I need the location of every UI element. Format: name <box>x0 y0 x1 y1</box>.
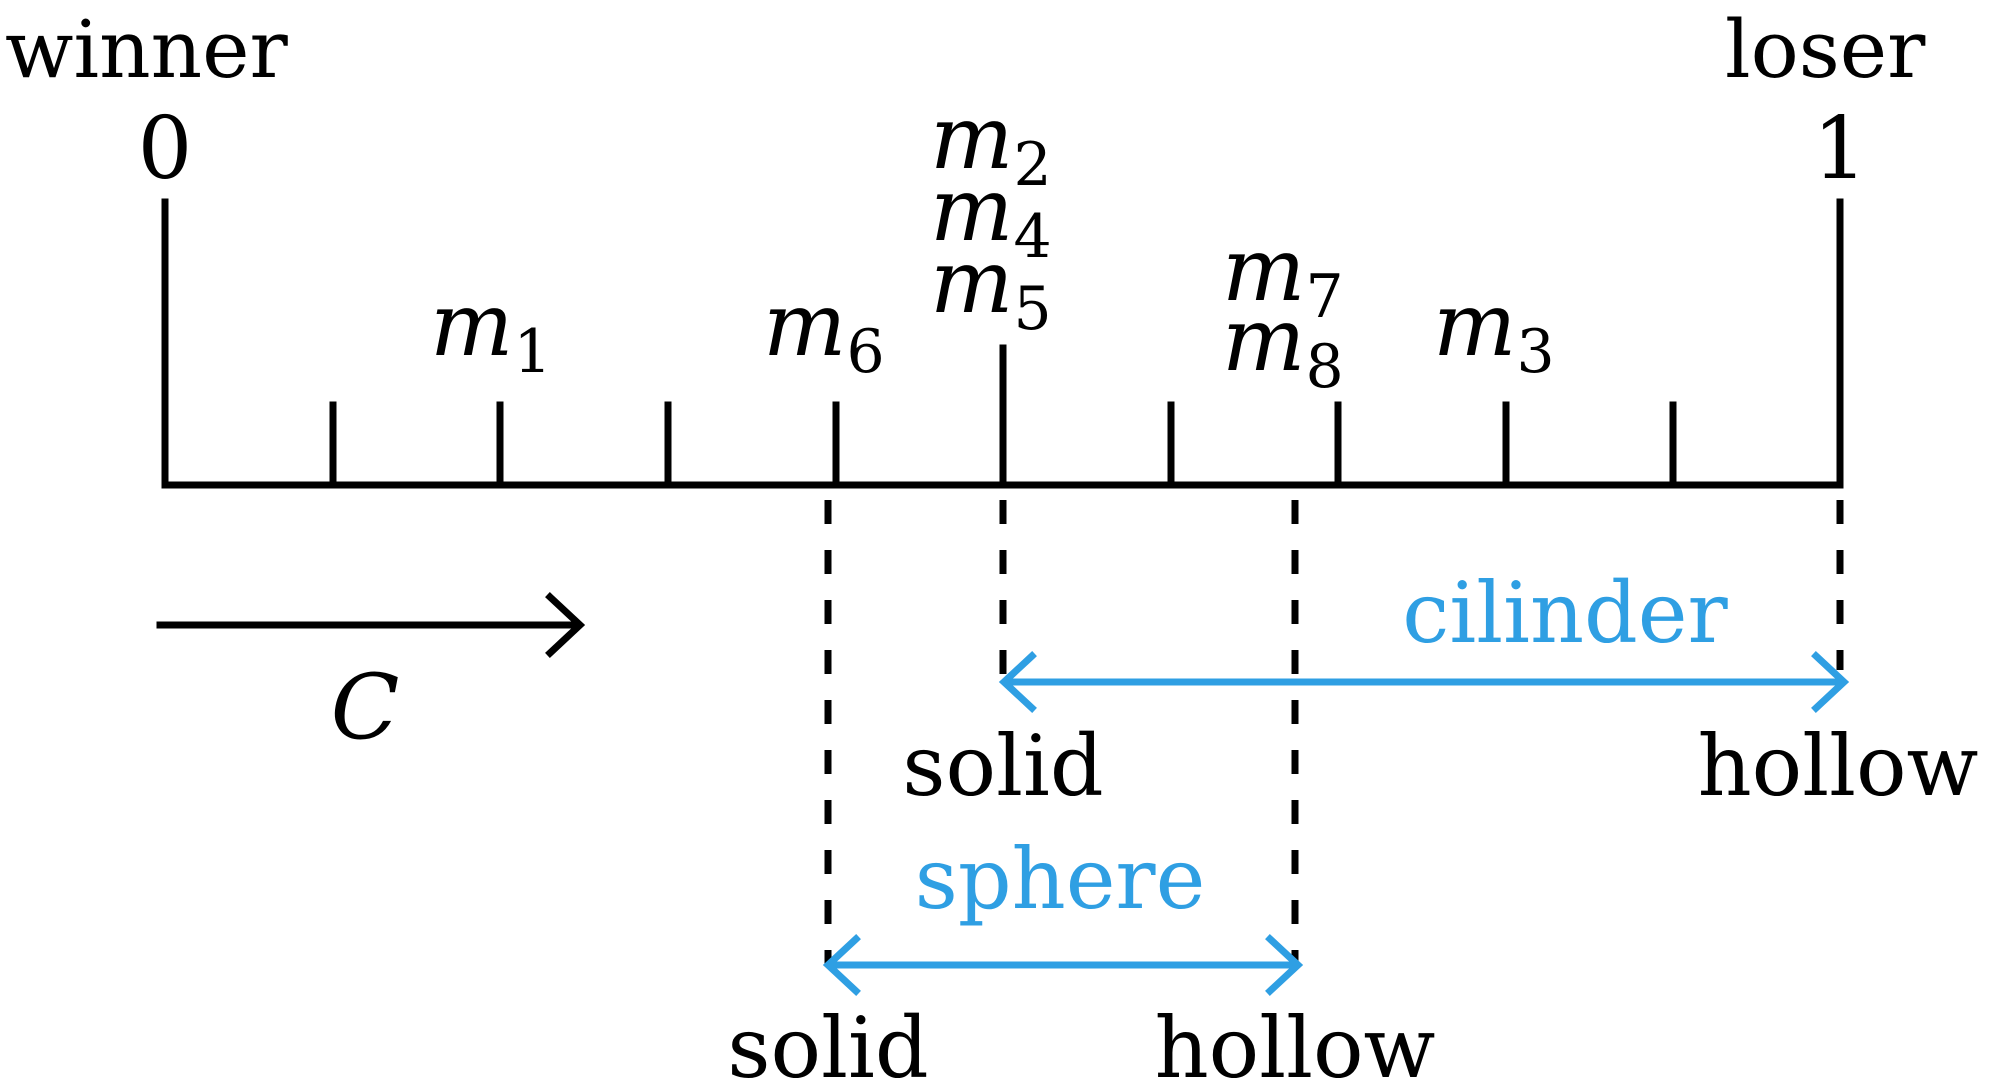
svg-text:m7: m7 <box>1222 218 1344 332</box>
winner-label: winner <box>5 3 288 96</box>
direction-arrow <box>156 592 586 658</box>
mass-label-m1: m1 <box>430 273 552 387</box>
svg-text:m4: m4 <box>930 158 1052 272</box>
cylinder-hollow-label: hollow <box>1698 717 1979 815</box>
sphere-solid-label: solid <box>727 999 928 1082</box>
mass-label-m3: m3 <box>1433 273 1555 387</box>
svg-text:m1: m1 <box>430 273 552 387</box>
svg-text:m5: m5 <box>930 230 1052 344</box>
cylinder-solid-label: solid <box>902 717 1103 815</box>
scale-axis <box>161 198 1844 489</box>
svg-text:m3: m3 <box>1433 273 1555 387</box>
sphere-range-arrow <box>822 934 1304 996</box>
svg-text:m2: m2 <box>930 86 1052 200</box>
dashed-guides <box>824 500 1844 965</box>
loser-label: loser <box>1725 3 1926 96</box>
sphere-label: sphere <box>915 830 1206 928</box>
mass-label-m2: m2 <box>930 86 1052 200</box>
cylinder-range-arrow <box>998 651 1850 713</box>
svg-text:m8: m8 <box>1222 288 1344 402</box>
cylinder-label: cilinder <box>1402 564 1728 662</box>
direction-label: C <box>331 655 400 760</box>
zero-label: 0 <box>138 99 193 199</box>
mass-label-m5: m5 <box>930 230 1052 344</box>
mass-label-m6: m6 <box>763 273 885 387</box>
sphere-hollow-label: hollow <box>1155 999 1436 1082</box>
mass-label-m4: m4 <box>930 158 1052 272</box>
svg-text:m6: m6 <box>763 273 885 387</box>
mass-label-m8: m8 <box>1222 288 1344 402</box>
one-label: 1 <box>1813 99 1868 199</box>
mass-label-m7: m7 <box>1222 218 1344 332</box>
